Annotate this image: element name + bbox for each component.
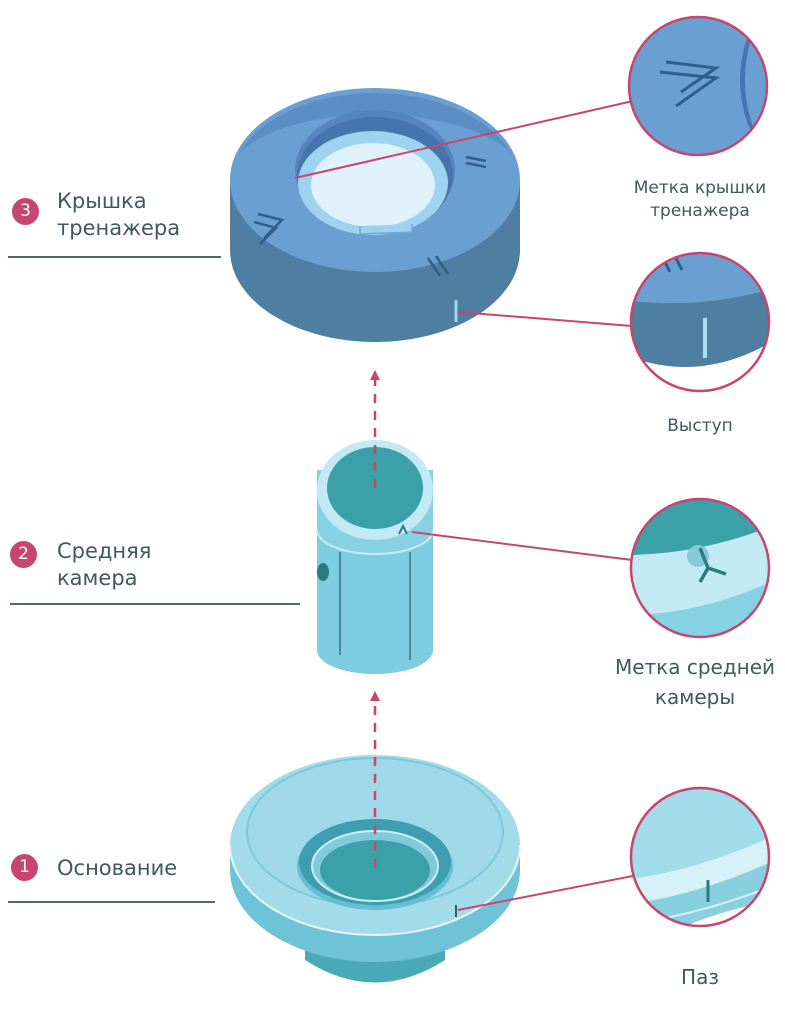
part-1-badge: 1	[11, 854, 38, 881]
part-1-rule	[8, 901, 215, 903]
part-3-rule	[8, 256, 221, 258]
leader-groove	[457, 874, 639, 911]
chamber-mark	[398, 523, 408, 535]
callout-groove-label: Паз	[681, 965, 719, 989]
leader-chamber-mark	[411, 531, 633, 561]
callout-protrusion	[629, 251, 771, 393]
part-3-badge: 3	[12, 198, 39, 225]
leader-protrusion	[457, 311, 633, 327]
leader-lines	[294, 100, 639, 911]
lid-part	[230, 88, 520, 342]
part-2-rule	[10, 603, 300, 605]
lid-opening	[311, 143, 435, 227]
part-2-badge: 2	[10, 541, 37, 568]
part-3-label: Крышка тренажера	[57, 189, 181, 240]
callout-groove	[629, 786, 771, 928]
chamber-part	[316, 440, 434, 674]
part-2-label: Средняя камера	[57, 539, 152, 590]
callout-lid-mark-label: Метка крышки тренажера	[633, 178, 767, 221]
part-1-label: Основание	[57, 856, 178, 880]
base-part	[229, 755, 521, 983]
callout-protrusion-label: Выступ	[667, 416, 733, 436]
callout-chamber-mark	[629, 497, 771, 639]
callout-chamber-mark-label: Метка средней камеры	[614, 655, 776, 709]
callout-lid-mark	[627, 15, 769, 157]
leader-lid-mark	[294, 100, 634, 179]
